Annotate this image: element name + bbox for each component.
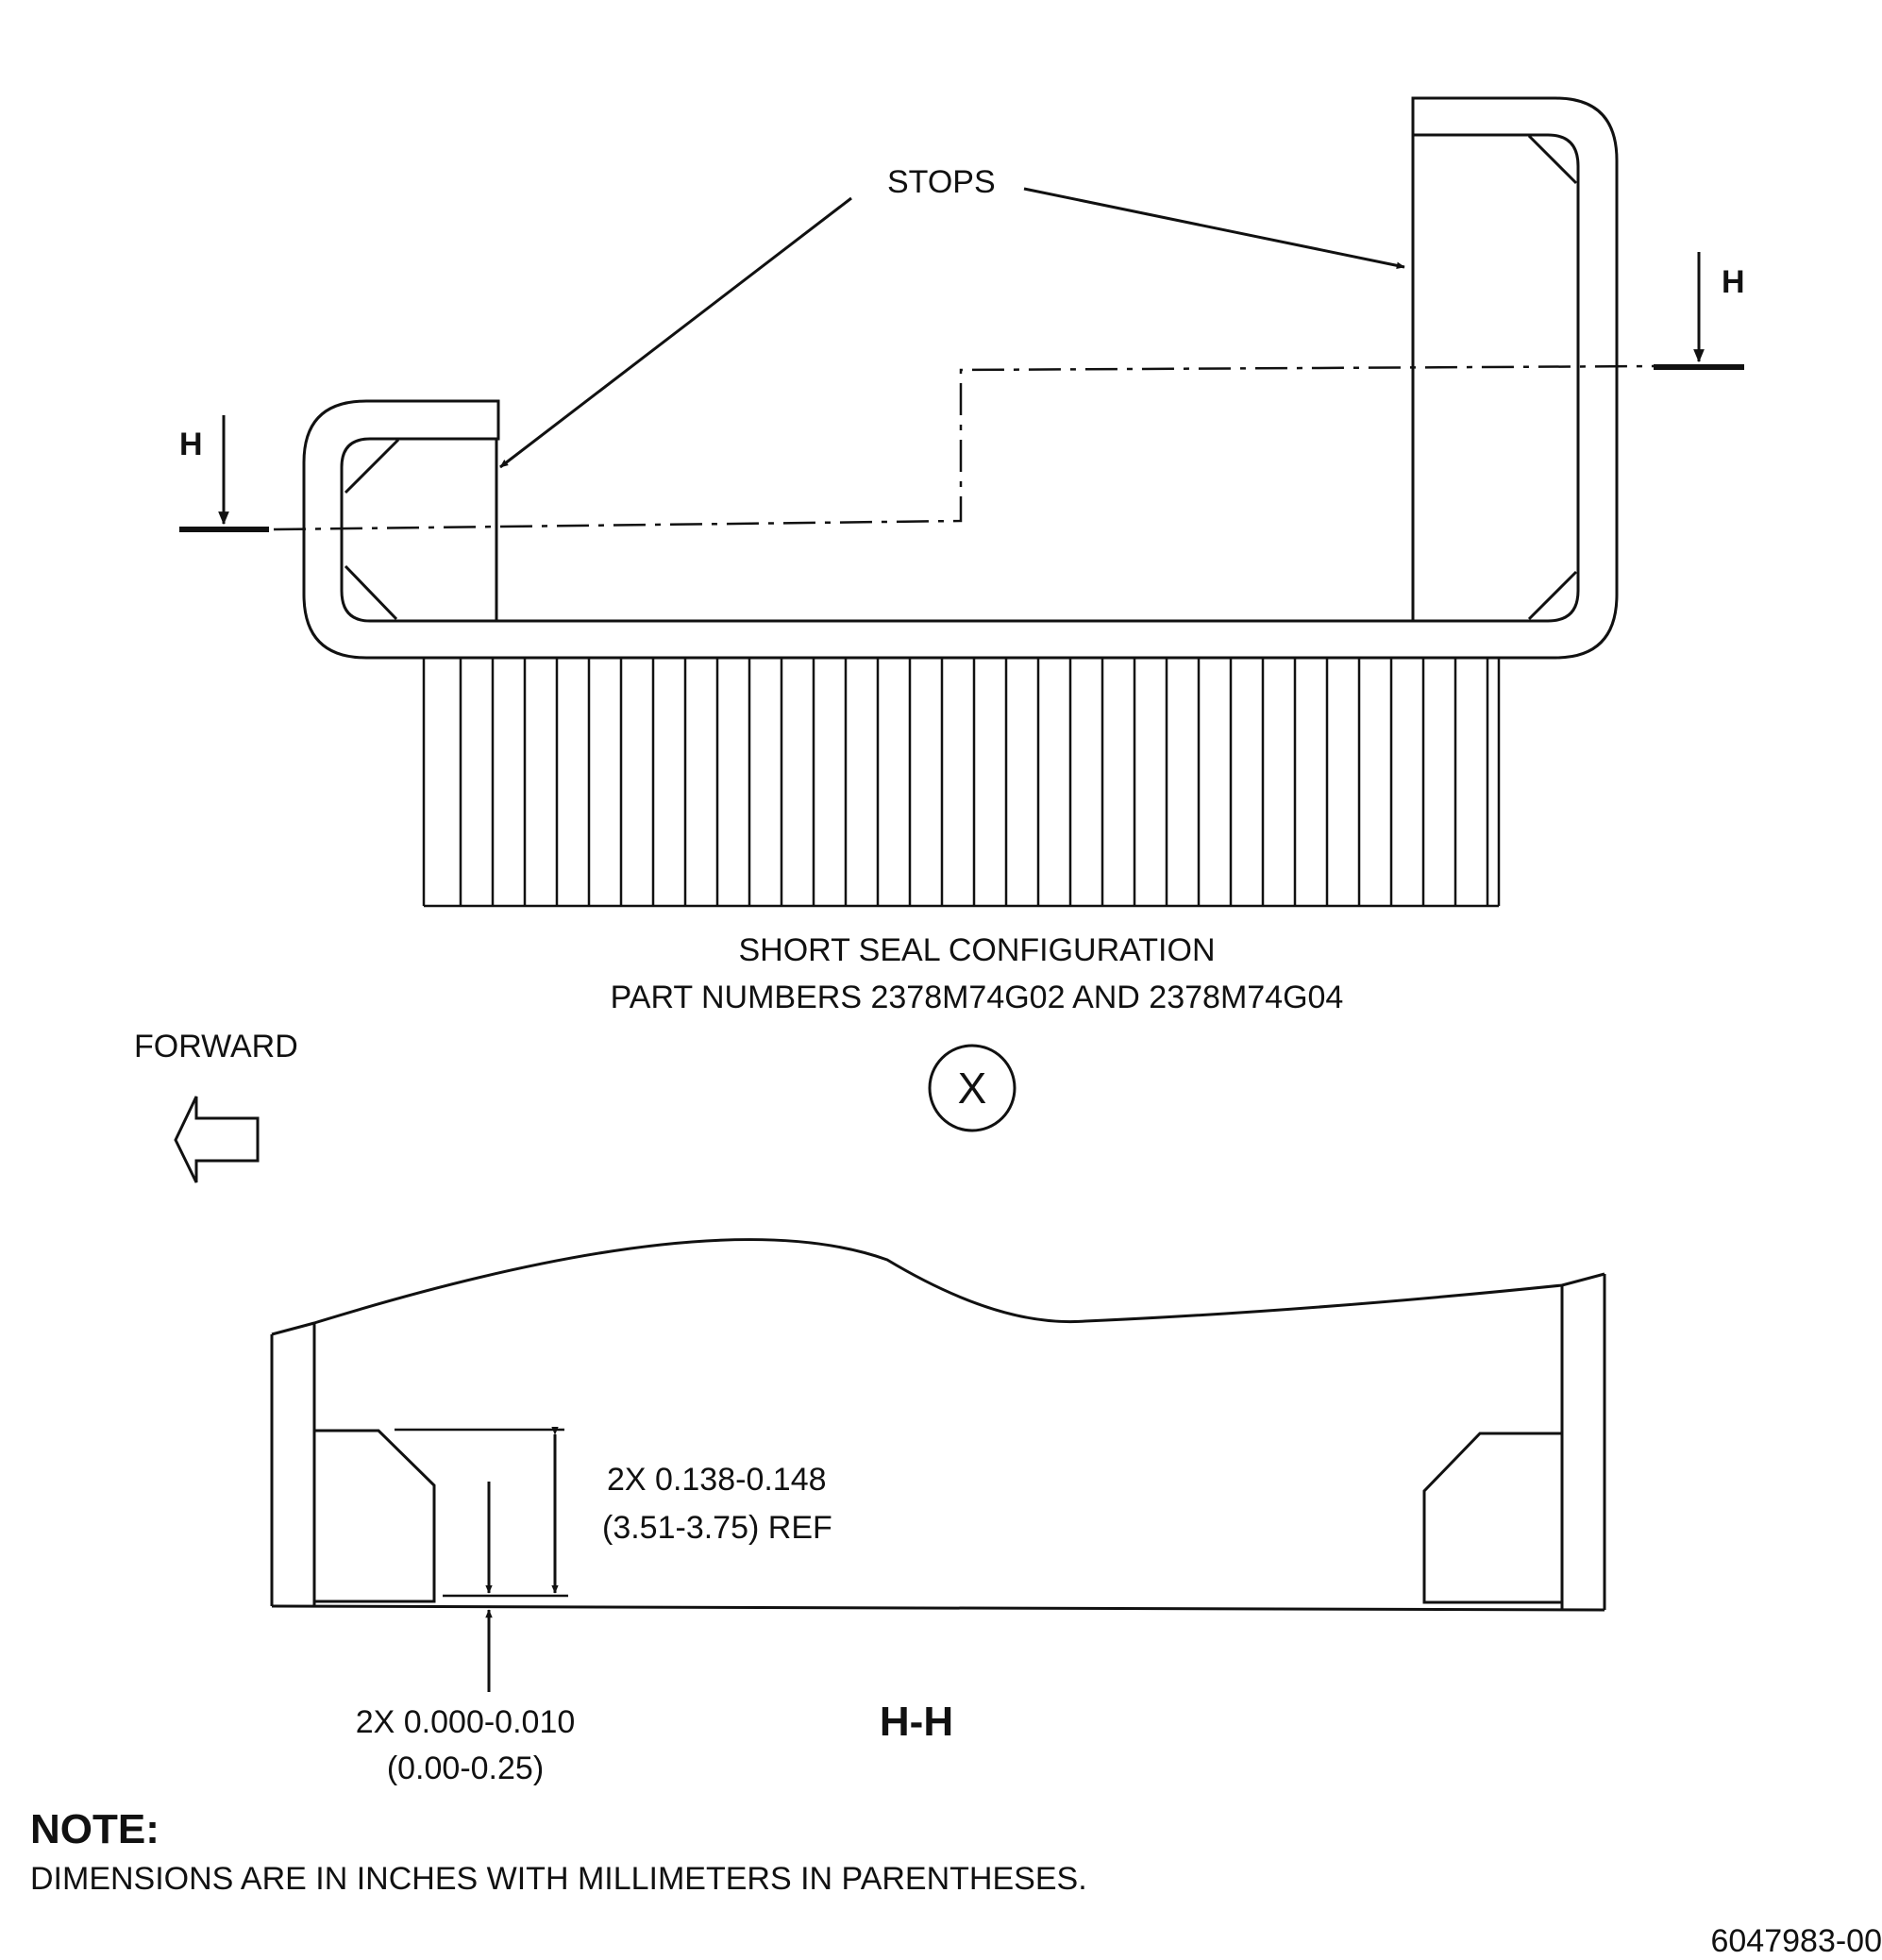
section-top-profile xyxy=(271,1238,1605,1336)
note-text: DIMENSIONS ARE IN INCHES WITH MILLIMETER… xyxy=(30,1861,1087,1897)
chamfer-left-bottom xyxy=(344,564,398,621)
chamfer-right-top xyxy=(1527,134,1578,185)
chamfer-right-bottom xyxy=(1527,570,1578,621)
stops-leader-left xyxy=(499,196,852,469)
caption-line2: PART NUMBERS 2378M74G02 AND 2378M74G04 xyxy=(611,980,1344,1015)
stops-label: STOPS xyxy=(887,164,996,200)
height-dim-line2: (3.51-3.75) REF xyxy=(602,1510,832,1546)
short-seal-view xyxy=(179,96,1744,908)
note-heading: NOTE: xyxy=(30,1806,160,1852)
forward-label: FORWARD xyxy=(134,1029,298,1064)
caption-line1: SHORT SEAL CONFIGURATION xyxy=(738,932,1215,968)
section-mark-left: H xyxy=(179,427,203,462)
chamfer-left-top xyxy=(344,438,400,494)
figure-id: 6047983-00 xyxy=(1710,1923,1882,1959)
view-identifier-letter: X xyxy=(958,1064,987,1113)
right-stop-block xyxy=(1422,1432,1562,1604)
stops-leader-right xyxy=(1023,187,1405,270)
height-dim-line1: 2X 0.138-0.148 xyxy=(607,1462,827,1498)
left-stop-block xyxy=(314,1429,436,1603)
brush-bristles xyxy=(422,658,1501,908)
forward-arrow-icon xyxy=(174,1096,260,1183)
section-cut-line xyxy=(273,364,1657,531)
gap-dim-line1: 2X 0.000-0.010 xyxy=(356,1704,576,1740)
section-hh-view xyxy=(270,1238,1606,1692)
seal-housing-outer xyxy=(302,96,1619,660)
section-mark-right: H xyxy=(1722,264,1745,300)
gap-dim-line2: (0.00-0.25) xyxy=(387,1751,544,1786)
section-title: H-H xyxy=(880,1699,953,1745)
section-base-line xyxy=(271,1604,1605,1612)
view-identifier-circle xyxy=(928,1044,1017,1132)
